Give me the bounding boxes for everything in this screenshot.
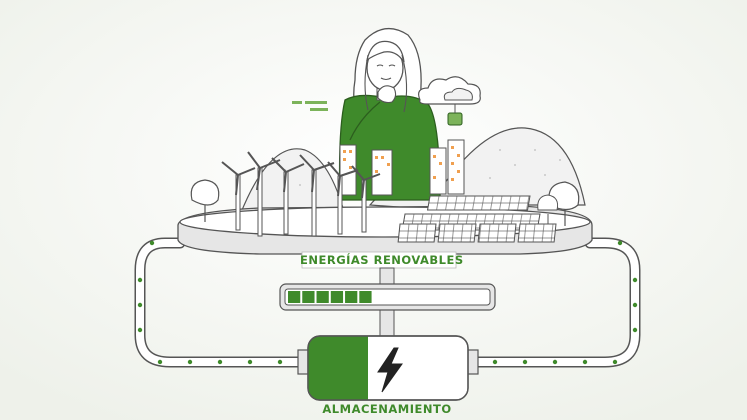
storage-label: ALMACENAMIENTO bbox=[322, 402, 452, 416]
city-buildings bbox=[339, 139, 465, 196]
progress-bar bbox=[279, 283, 496, 311]
battery bbox=[297, 335, 479, 401]
progress-segment bbox=[302, 291, 315, 303]
progress-segment bbox=[316, 291, 329, 303]
wind-turbines bbox=[221, 151, 381, 237]
motion-dashes bbox=[292, 101, 328, 111]
progress-segment bbox=[330, 291, 344, 303]
wind-turbine-icon bbox=[351, 165, 381, 233]
renewables-label: ENERGÍAS RENOVABLES bbox=[300, 253, 464, 267]
energy-circuit-pipe bbox=[134, 237, 641, 368]
wind-turbine-icon bbox=[271, 157, 305, 235]
progress-segment bbox=[288, 291, 301, 303]
cloud-icon bbox=[418, 76, 481, 126]
woman-figure bbox=[338, 28, 441, 201]
progress-segments bbox=[288, 291, 372, 303]
lightning-bolt-icon bbox=[377, 347, 403, 393]
progress-segment bbox=[359, 291, 372, 303]
connector-shaft bbox=[379, 267, 395, 337]
wind-turbine-icon bbox=[221, 161, 256, 231]
trees bbox=[190, 179, 580, 226]
solar-panels bbox=[397, 195, 557, 243]
progress-segment bbox=[345, 291, 358, 303]
renewables-label-plate bbox=[301, 251, 457, 269]
